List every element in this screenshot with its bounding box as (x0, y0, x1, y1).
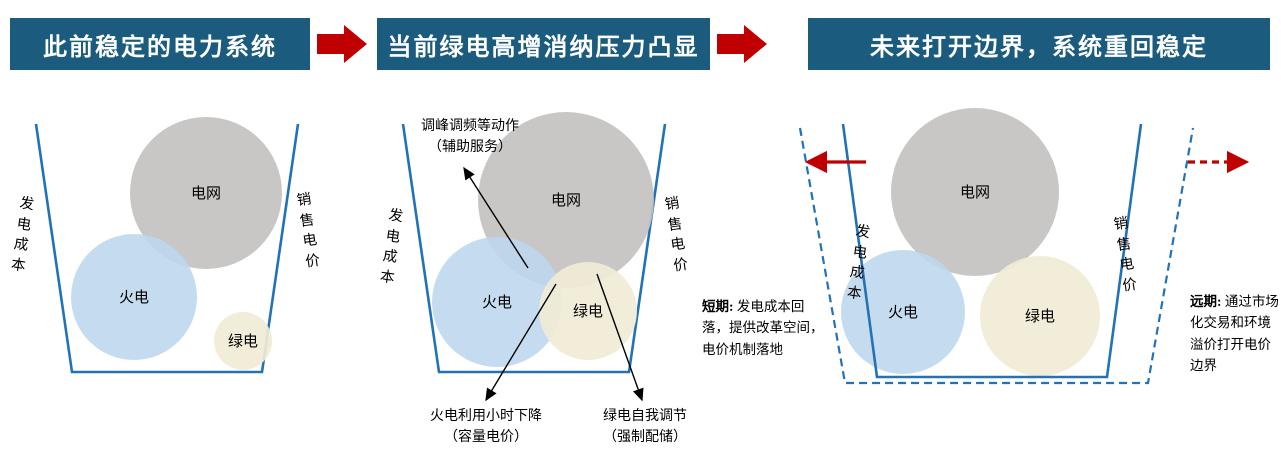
thermal-hours-annotation-line2: （容量电价） (444, 430, 528, 445)
green-storage-arrow (596, 273, 644, 402)
panel-3-reopened-boundaries: 电网 火电 绿电 (798, 108, 1250, 385)
panel-2-consumption-pressure: 电网 火电 绿电 (401, 112, 667, 402)
grid-label: 电网 (551, 192, 581, 209)
aux-service-annotation-line2: （辅助服务） (428, 140, 512, 155)
thermal-label: 火电 (888, 304, 918, 321)
short-term-note-label: 短期: (702, 299, 734, 314)
thermal-circle (432, 237, 562, 367)
short-term-note: 短期: 发电成本回落，提供改革空间，电价机制落地 (702, 296, 830, 360)
green-storage-annotation-line1: 绿电自我调节 (603, 409, 687, 424)
thermal-hours-annotation-line1: 火电利用小时下降 (430, 409, 542, 424)
grid-circle (130, 117, 282, 269)
aux-service-annotation-line1: 调峰调频等动作 (421, 119, 519, 134)
green-circle (214, 312, 272, 370)
aux-service-annotation: 调峰调频等动作 （辅助服务） (406, 116, 534, 158)
grid-circle (891, 108, 1059, 276)
green-label: 绿电 (228, 333, 258, 350)
long-term-note-label: 远期: (1190, 294, 1222, 309)
cost-price-funnel-outline (34, 123, 300, 374)
stage-2-header: 当前绿电高增消纳压力凸显 (377, 18, 710, 70)
aux-service-arrow (463, 166, 529, 269)
stage-3-header: 未来打开边界，系统重回稳定 (808, 18, 1270, 70)
green-label: 绿电 (1025, 308, 1055, 325)
green-storage-annotation: 绿电自我调节 （强制配储） (580, 406, 710, 448)
expanded-boundary-dashed-outline (798, 127, 1195, 385)
green-circle (539, 262, 637, 360)
grid-label: 电网 (191, 185, 221, 202)
green-storage-annotation-line2: （强制配储） (603, 430, 687, 445)
thermal-label: 火电 (482, 294, 512, 311)
long-term-note: 远期: 通过市场化交易和环境溢价打开电价边界 (1190, 291, 1281, 376)
thermal-circle (71, 234, 197, 360)
flow-arrow-icon (717, 25, 767, 63)
flow-arrow-shape (717, 25, 767, 63)
thermal-hours-arrow (485, 283, 557, 402)
thermal-label: 火电 (119, 289, 149, 306)
stage-1-header: 此前稳定的电力系统 (10, 18, 310, 70)
long-term-note-text: 通过市场化交易和环境溢价打开电价边界 (1190, 294, 1279, 373)
panel-1-stable-system: 电网 火电 绿电 (34, 117, 300, 374)
flow-arrow-icon (317, 25, 367, 63)
flow-arrow-shape (317, 25, 367, 63)
cost-price-funnel-outline (841, 123, 1143, 379)
grid-label: 电网 (960, 184, 990, 201)
thermal-hours-annotation: 火电利用小时下降 （容量电价） (416, 406, 556, 448)
cost-price-funnel-outline (401, 123, 667, 374)
green-circle (980, 256, 1100, 376)
green-label: 绿电 (573, 303, 603, 320)
short-term-note-text: 发电成本回落，提供改革空间，电价机制落地 (702, 299, 824, 357)
